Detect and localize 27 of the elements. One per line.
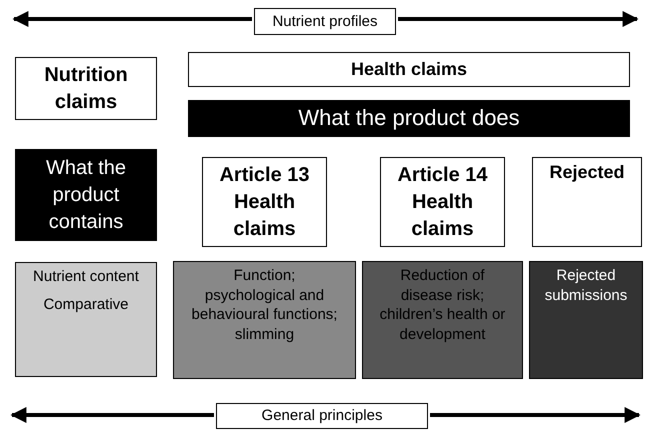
heading-box [202, 157, 327, 247]
box-text: Article 13 Health claims [218, 162, 311, 242]
heading-box [15, 57, 157, 120]
box-text: General principles [262, 407, 382, 425]
box-text: Rejected [549, 161, 625, 184]
box-text: Nutrient profiles [272, 12, 378, 30]
box-text: What the product does [298, 105, 520, 132]
label-box [216, 403, 428, 429]
category-box [15, 262, 157, 377]
box-text: Nutrient content [33, 267, 139, 286]
box-text: Comparative [43, 294, 129, 314]
label-box [254, 8, 396, 35]
box-text: What the product contains [44, 156, 128, 234]
heading-bar [188, 52, 630, 87]
heading-box [532, 157, 642, 247]
banner-box [15, 149, 157, 241]
category-box [362, 261, 523, 379]
category-box [529, 261, 643, 379]
box-text: Function; psychological and behavioural functions; slimming [190, 266, 338, 344]
box-text: Health claims [350, 58, 468, 80]
category-box [173, 261, 356, 379]
banner-bar [188, 100, 630, 137]
box-text: Reduction of disease risk; children’s health or development [378, 266, 506, 344]
heading-box [380, 157, 505, 247]
box-text: Rejected submissions [544, 266, 628, 305]
box-text: Article 14 Health claims [396, 162, 489, 242]
box-text: Nutrition claims [43, 62, 129, 114]
